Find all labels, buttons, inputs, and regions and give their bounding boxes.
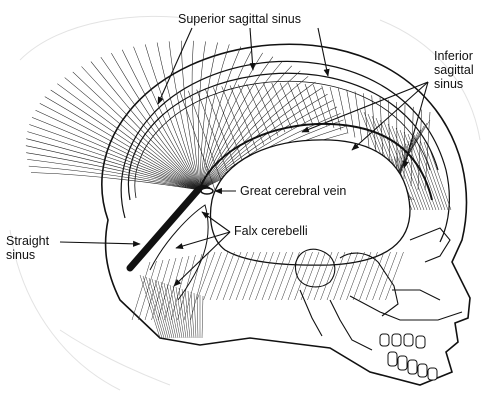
label-falx-cerebelli: Falx cerebelli — [234, 224, 308, 238]
label-straight-sinus: Straight sinus — [6, 234, 49, 262]
great-cerebral-vein-end — [201, 188, 213, 194]
label-inferior-line3: sinus — [434, 77, 474, 91]
label-inferior-sagittal-sinus: Inferior sagittal sinus — [434, 49, 474, 91]
label-straight-line1: Straight — [6, 234, 49, 248]
label-inferior-line2: sagittal — [434, 63, 474, 77]
label-great-cerebral-vein: Great cerebral vein — [240, 184, 346, 198]
label-superior-sagittal-sinus: Superior sagittal sinus — [178, 12, 301, 26]
label-inferior-line1: Inferior — [434, 49, 474, 63]
label-straight-line2: sinus — [6, 248, 49, 262]
